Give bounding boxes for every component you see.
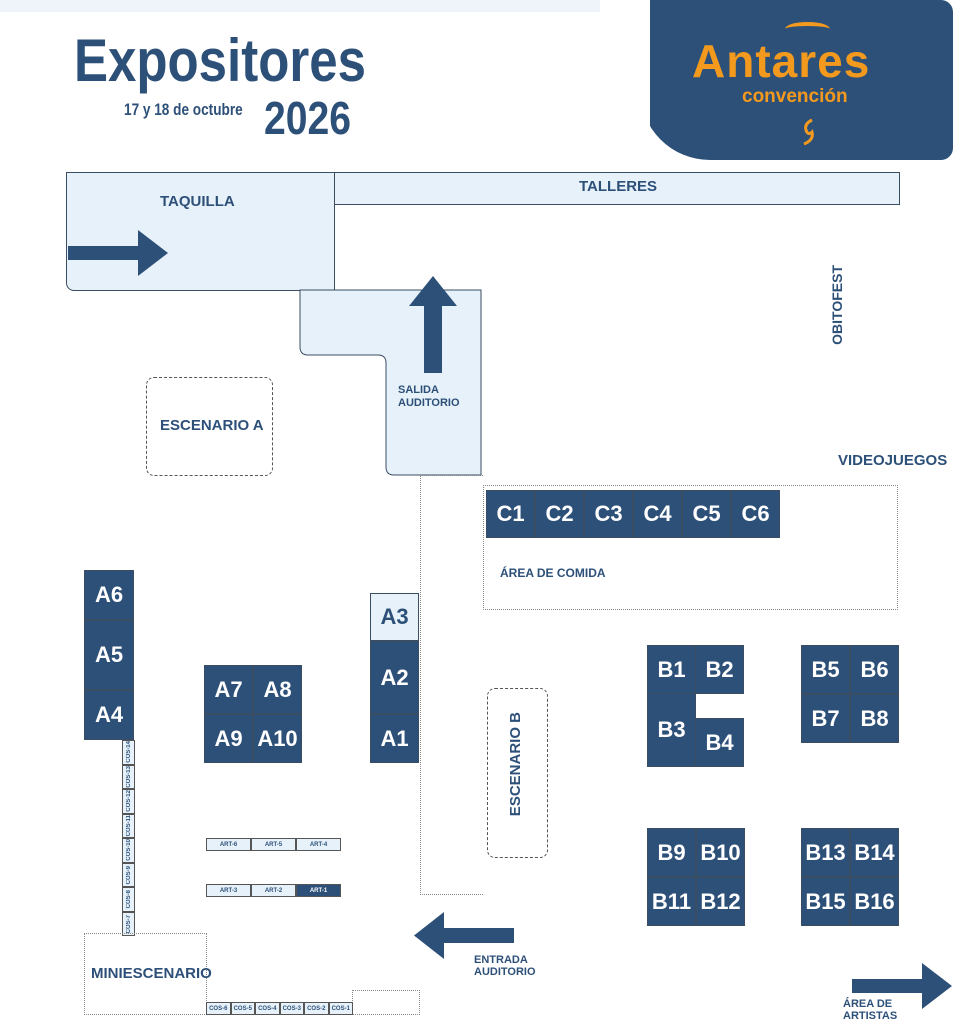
stand-cos-4[interactable]: COS-4 bbox=[255, 1002, 280, 1015]
stands-cos-vertical: COS-14 COS-13 COS-12 COS-11 COS-10 COS-9… bbox=[122, 740, 135, 936]
arrow-left-icon bbox=[414, 912, 514, 959]
stand-c2[interactable]: C2 bbox=[535, 490, 584, 538]
label-escenario-a: ESCENARIO A bbox=[160, 417, 264, 434]
header-strip bbox=[0, 0, 620, 12]
stand-cos-11[interactable]: COS-11 bbox=[125, 815, 132, 837]
stands-cos-bottom: COS-6 COS-5 COS-4 COS-3 COS-2 COS-1 bbox=[206, 1002, 353, 1015]
stands-art-top: ART-6 ART-5 ART-4 bbox=[206, 838, 341, 851]
stand-art-4[interactable]: ART-4 bbox=[296, 838, 341, 851]
stand-cos-6[interactable]: COS-6 bbox=[206, 1002, 231, 1015]
label-entrada: ENTRADA AUDITORIO bbox=[474, 954, 536, 978]
stand-a3[interactable]: A3 bbox=[370, 593, 419, 641]
label-artistas: ÁREA DE ARTISTAS bbox=[843, 998, 898, 1022]
stand-art-2[interactable]: ART-2 bbox=[251, 884, 296, 897]
stand-b4[interactable]: B4 bbox=[695, 718, 744, 767]
label-salida: SALIDA AUDITORIO bbox=[398, 384, 460, 409]
stand-cos-8[interactable]: COS-8 bbox=[125, 890, 132, 909]
escenario-b bbox=[487, 688, 548, 858]
stand-a2[interactable]: A2 bbox=[370, 641, 419, 714]
stands-b5: B5 B6 B7 B8 bbox=[801, 645, 899, 743]
stand-b11[interactable]: B11 bbox=[647, 877, 696, 926]
stand-b12[interactable]: B12 bbox=[696, 877, 745, 926]
stand-cos-12[interactable]: COS-12 bbox=[125, 790, 132, 813]
stand-a9[interactable]: A9 bbox=[204, 714, 253, 763]
miniescenario bbox=[84, 933, 207, 1015]
stands-a-mid: A3 A2 A1 bbox=[370, 593, 419, 763]
stand-b6[interactable]: B6 bbox=[850, 645, 899, 694]
label-talleres: TALLERES bbox=[579, 178, 658, 195]
page-title: Expositores bbox=[74, 27, 366, 94]
stand-a1[interactable]: A1 bbox=[370, 714, 419, 763]
stand-cos-9[interactable]: COS-9 bbox=[125, 865, 132, 884]
stand-b8[interactable]: B8 bbox=[850, 694, 899, 743]
stand-b16[interactable]: B16 bbox=[850, 877, 899, 926]
stands-a-grid: A7 A8 A9 A10 bbox=[204, 665, 302, 763]
stand-a8[interactable]: A8 bbox=[253, 665, 302, 714]
stand-a5[interactable]: A5 bbox=[84, 620, 134, 690]
stand-a10[interactable]: A10 bbox=[253, 714, 302, 763]
stand-b9[interactable]: B9 bbox=[647, 828, 696, 877]
logo-horns-icon bbox=[785, 22, 830, 36]
stand-b2[interactable]: B2 bbox=[695, 645, 744, 694]
stand-cos-2[interactable]: COS-2 bbox=[304, 1002, 329, 1015]
stands-a-col: A6 A5 A4 bbox=[84, 570, 134, 740]
stand-b1[interactable]: B1 bbox=[647, 645, 696, 694]
stand-cos-13[interactable]: COS-13 bbox=[125, 765, 132, 788]
antares-logo: Antares bbox=[692, 35, 871, 87]
escenario-a bbox=[146, 377, 273, 476]
antares-logo-sub: convención bbox=[742, 86, 848, 107]
stand-a6[interactable]: A6 bbox=[84, 570, 134, 620]
stand-b13[interactable]: B13 bbox=[801, 828, 850, 877]
stand-b3[interactable]: B3 bbox=[647, 693, 696, 767]
stand-a4[interactable]: A4 bbox=[84, 690, 134, 740]
stand-art-1[interactable]: ART-1 bbox=[296, 884, 341, 897]
stand-b5[interactable]: B5 bbox=[801, 645, 850, 694]
stand-c3[interactable]: C3 bbox=[584, 490, 633, 538]
label-escenario-b: ESCENARIO B bbox=[507, 712, 524, 817]
corridor bbox=[420, 475, 483, 895]
stand-cos-7[interactable]: COS-7 bbox=[125, 914, 132, 933]
stand-b10[interactable]: B10 bbox=[696, 828, 745, 877]
stand-a7[interactable]: A7 bbox=[204, 665, 253, 714]
stand-cos-10[interactable]: COS-10 bbox=[125, 839, 132, 862]
stand-b7[interactable]: B7 bbox=[801, 694, 850, 743]
stands-b13: B13 B14 B15 B16 bbox=[801, 828, 899, 926]
label-obitofest: OBITOFEST bbox=[829, 265, 845, 345]
arrow-right-icon bbox=[68, 230, 168, 276]
stand-cos-14[interactable]: COS-14 bbox=[125, 741, 132, 764]
stand-c6[interactable]: C6 bbox=[731, 490, 780, 538]
label-comida: ÁREA DE COMIDA bbox=[500, 566, 606, 580]
arrow-right-artistas-icon bbox=[852, 963, 952, 1009]
area-comida bbox=[483, 485, 898, 610]
stands-b9: B9 B10 B11 B12 bbox=[647, 828, 745, 926]
stand-cos-1[interactable]: COS-1 bbox=[328, 1002, 353, 1015]
stand-cos-5[interactable]: COS-5 bbox=[230, 1002, 255, 1015]
stand-cos-3[interactable]: COS-3 bbox=[279, 1002, 304, 1015]
label-miniescenario: MINIESCENARIO bbox=[91, 965, 212, 982]
stand-art-6[interactable]: ART-6 bbox=[206, 838, 251, 851]
stands-c: C1 C2 C3 C4 C5 C6 bbox=[486, 490, 780, 538]
stand-c4[interactable]: C4 bbox=[633, 490, 682, 538]
stand-b14[interactable]: B14 bbox=[850, 828, 899, 877]
area-talleres bbox=[334, 172, 900, 205]
logo-curve-mask bbox=[600, 0, 650, 160]
event-dates: 17 y 18 de octubre bbox=[124, 100, 243, 119]
stand-c5[interactable]: C5 bbox=[682, 490, 731, 538]
stand-b15[interactable]: B15 bbox=[801, 877, 850, 926]
arrow-up-icon bbox=[409, 276, 457, 373]
event-year: 2026 bbox=[264, 92, 351, 144]
label-taquilla: TAQUILLA bbox=[160, 193, 235, 210]
logo-tail-icon bbox=[803, 118, 814, 146]
stand-art-3[interactable]: ART-3 bbox=[206, 884, 251, 897]
small-area bbox=[352, 990, 420, 1015]
stand-c1[interactable]: C1 bbox=[486, 490, 535, 538]
stand-art-5[interactable]: ART-5 bbox=[251, 838, 296, 851]
label-videojuegos: VIDEOJUEGOS bbox=[838, 452, 948, 469]
stands-art-bottom: ART-3 ART-2 ART-1 bbox=[206, 884, 341, 897]
area-taquilla bbox=[66, 172, 335, 291]
